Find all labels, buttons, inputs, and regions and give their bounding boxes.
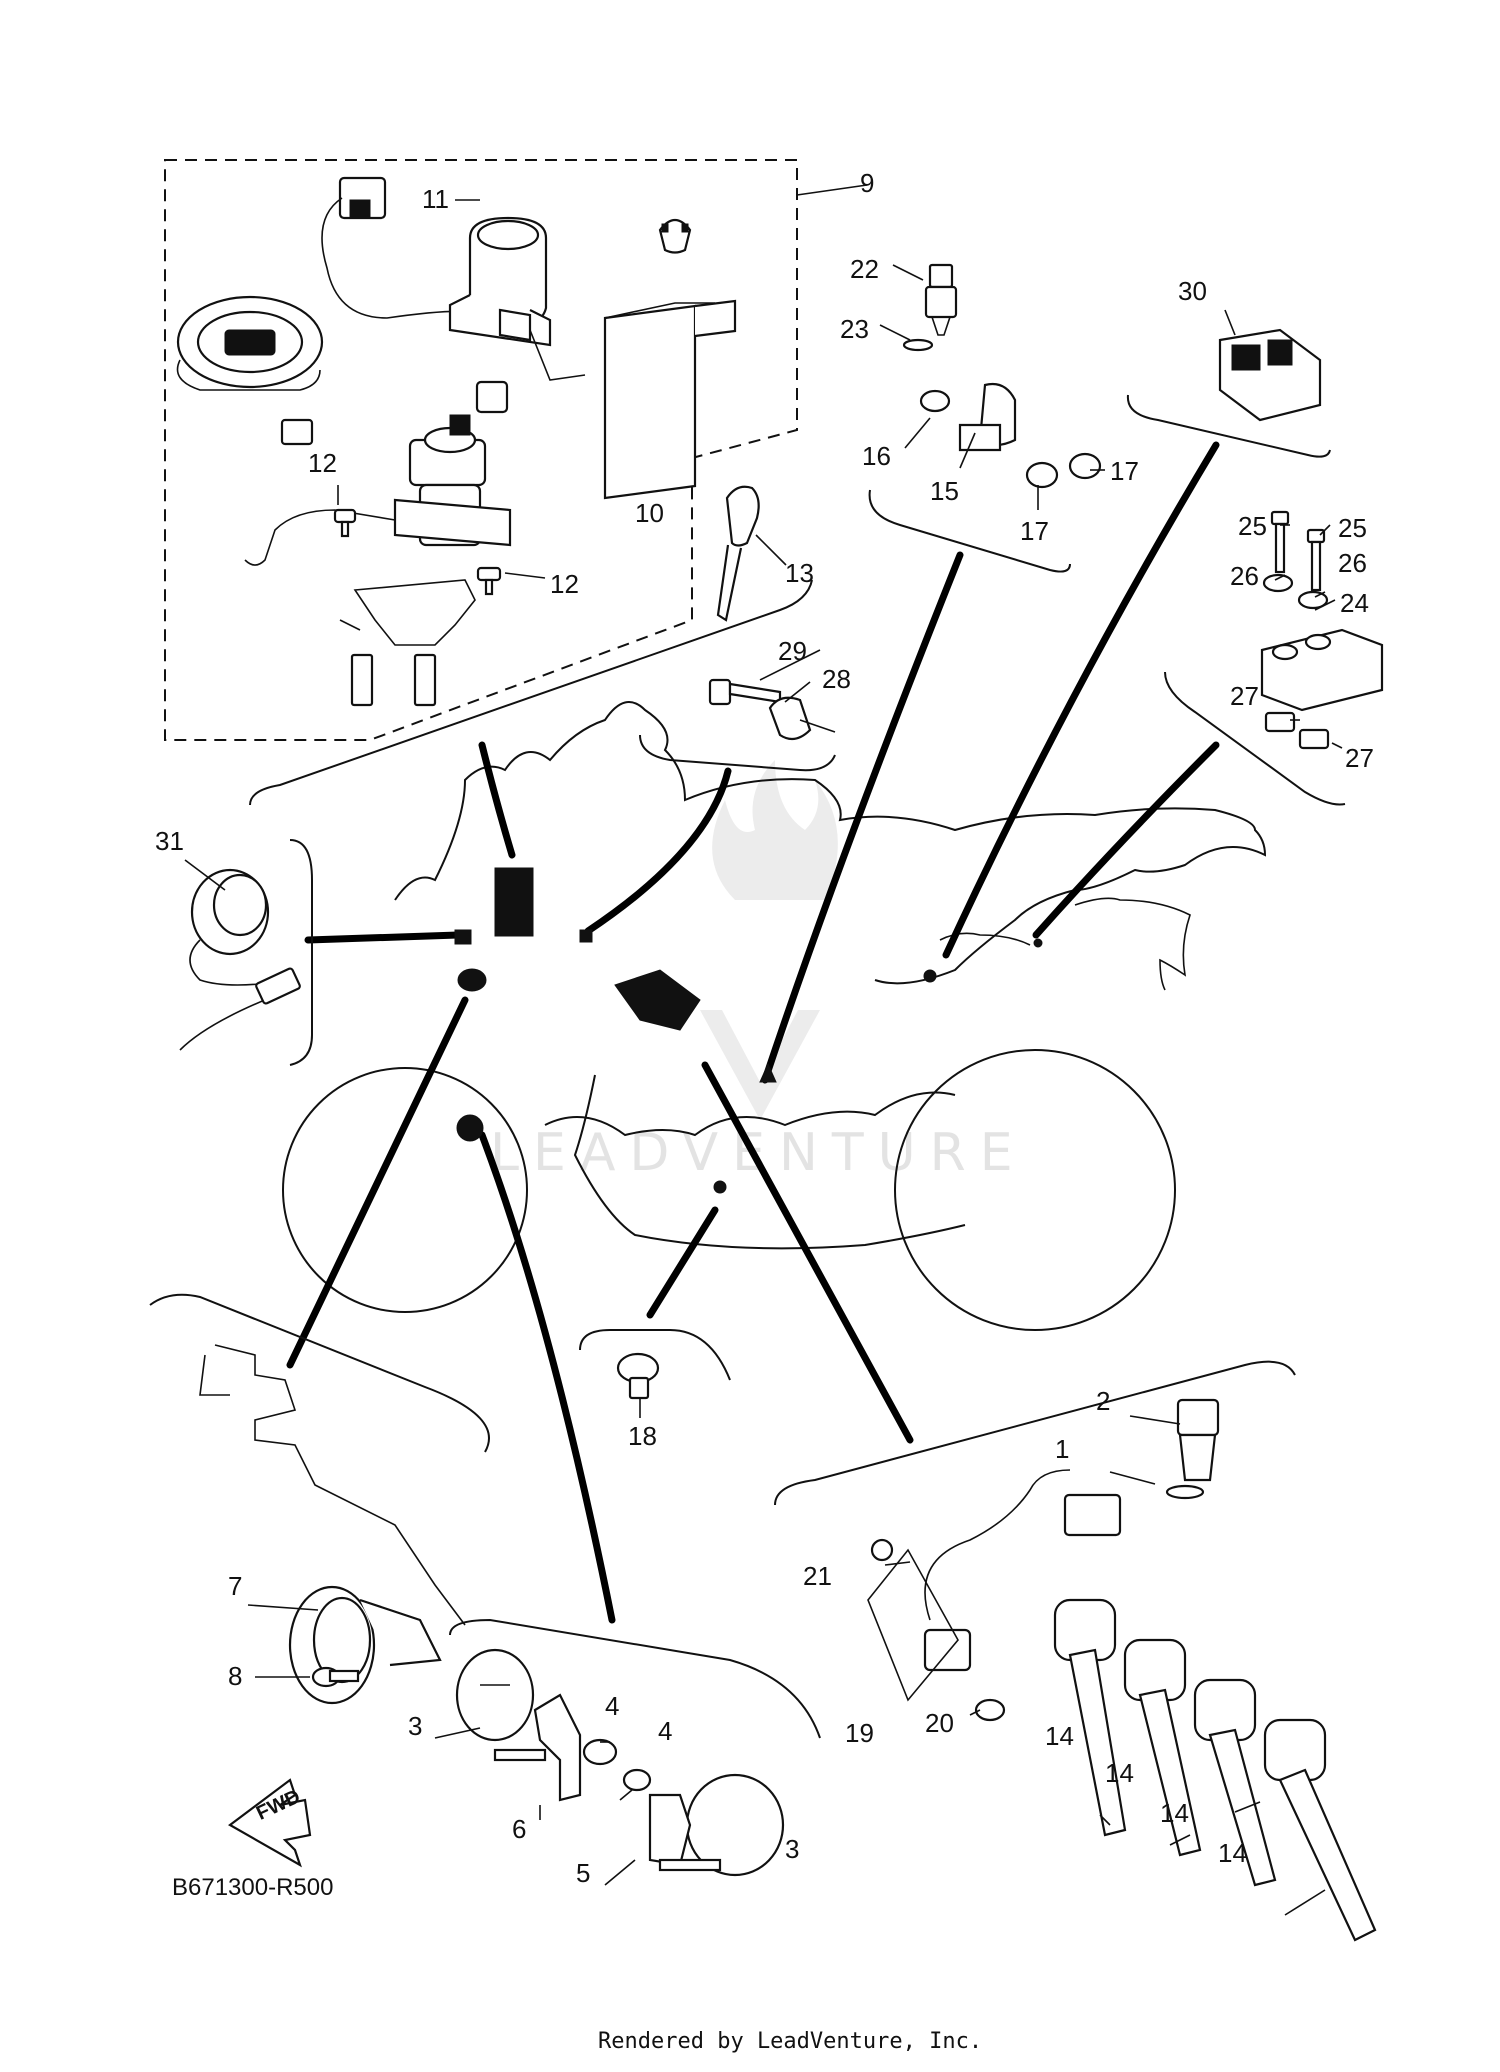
callout-20: 20 [925, 1708, 954, 1738]
callout-19: 19 [845, 1718, 874, 1748]
part-nut-4a [582, 1738, 618, 1766]
part-sensor-28 [768, 696, 836, 741]
callout-27b: 27 [1345, 743, 1374, 773]
callout-17b: 17 [1020, 516, 1049, 546]
callout-10: 10 [635, 498, 664, 528]
part-bracket-6 [493, 1693, 582, 1802]
part-ignition-coil-2 [1123, 1638, 1202, 1857]
group-brackets [149, 394, 1346, 1739]
part-relay-30 [1218, 328, 1322, 422]
callout-31: 31 [155, 826, 184, 856]
part-ecu-unit [603, 299, 737, 500]
callout-8: 8 [228, 1661, 242, 1691]
fwd-arrow-icon: FWD [228, 1778, 312, 1868]
callout-21: 21 [803, 1561, 832, 1591]
part-sensor-24 [1260, 628, 1384, 712]
callout-16: 16 [862, 441, 891, 471]
part-steering-lock [244, 380, 512, 566]
part-bracket-5 [648, 1793, 722, 1872]
callout-29: 29 [778, 636, 807, 666]
callout-7: 7 [228, 1571, 242, 1601]
part-ignition-coil-4 [1263, 1718, 1377, 1942]
part-nut-4b [622, 1768, 652, 1792]
part-bolt-17a [1025, 461, 1059, 489]
callout-11: 11 [422, 184, 449, 214]
watermark-flame-icon [712, 760, 838, 900]
part-ignition-coupler [321, 176, 478, 319]
mounting-points [454, 867, 1043, 1194]
motorcycle-silhouette [282, 701, 1267, 1331]
part-clamp-small [658, 218, 692, 254]
callout-leaders [184, 199, 1343, 1916]
callout-14c: 14 [1160, 1798, 1189, 1828]
part-key-13 [716, 485, 760, 622]
callout-5: 5 [576, 1858, 590, 1888]
callout-4a: 4 [605, 1691, 619, 1721]
footer-credit: Rendered by LeadVenture, Inc. [598, 2029, 982, 2054]
callout-1: 1 [1055, 1434, 1069, 1464]
callout-17a: 17 [1110, 456, 1139, 486]
callout-12b: 12 [550, 569, 579, 599]
part-sensor-22 [924, 263, 958, 336]
part-ignition-coil-1 [1053, 1598, 1127, 1837]
part-horn-3a [455, 1648, 535, 1742]
part-bolt-25b [1306, 528, 1326, 592]
leader-lines [286, 441, 1220, 1624]
callout-27a: 27 [1230, 681, 1259, 711]
part-bolt-25a [1270, 510, 1290, 574]
callout-numbers: 1 2 3 3 4 4 5 6 7 8 9 10 11 12 12 13 14 … [155, 168, 1374, 1888]
part-washer-23 [902, 338, 934, 352]
callout-9: 9 [860, 168, 874, 198]
watermark: LEADVENTURE [490, 760, 1027, 1183]
group-9-box [164, 159, 798, 741]
callout-24: 24 [1340, 588, 1369, 618]
callout-23: 23 [840, 314, 869, 344]
part-switch-18 [616, 1352, 660, 1400]
callout-22: 22 [850, 254, 879, 284]
callout-6: 6 [512, 1814, 526, 1844]
callout-3b: 3 [785, 1834, 799, 1864]
part-washer-26a [1262, 573, 1294, 593]
callout-3a: 3 [408, 1711, 422, 1741]
part-washer-26b [1297, 590, 1329, 610]
part-damper-27b [1298, 728, 1330, 750]
callout-26b: 26 [1338, 548, 1367, 578]
callout-14b: 14 [1105, 1758, 1134, 1788]
callout-12a: 12 [308, 448, 337, 478]
diagram-code: B671300-R500 [172, 1874, 333, 1901]
part-fuel-cap [176, 295, 324, 391]
part-damper-27a [1264, 711, 1296, 733]
callout-28: 28 [822, 664, 851, 694]
callout-26a: 26 [1230, 561, 1259, 591]
callout-14a: 14 [1045, 1721, 1074, 1751]
part-bolt-17b [1068, 452, 1102, 480]
part-bolt-21 [870, 1538, 894, 1562]
part-screw-12b [476, 566, 502, 596]
watermark-v-icon [700, 1010, 820, 1120]
callout-30: 30 [1178, 276, 1207, 306]
part-oring-20 [974, 1698, 1006, 1722]
part-bolt-8 [311, 1666, 360, 1688]
part-sensor-15 [919, 382, 1017, 452]
watermark-text: LEADVENTURE [490, 1123, 1027, 1183]
part-sensor-2 [1176, 1398, 1220, 1482]
part-ignition-coil-3 [1193, 1678, 1277, 1887]
part-socket-31 [179, 868, 301, 1051]
callout-13: 13 [785, 558, 814, 588]
callout-25a: 25 [1238, 511, 1267, 541]
callout-4b: 4 [658, 1716, 672, 1746]
callout-18: 18 [628, 1421, 657, 1451]
callout-15: 15 [930, 476, 959, 506]
part-horn-7 [199, 1344, 466, 1705]
part-bracket-lower [339, 579, 476, 707]
part-screw-12a [333, 508, 357, 538]
callout-2: 2 [1096, 1386, 1110, 1416]
callout-14d: 14 [1218, 1838, 1247, 1868]
part-main-switch [448, 216, 586, 381]
part-bolt-29 [708, 678, 782, 706]
part-gasket-1 [1165, 1484, 1205, 1500]
callout-25b: 25 [1338, 513, 1367, 543]
